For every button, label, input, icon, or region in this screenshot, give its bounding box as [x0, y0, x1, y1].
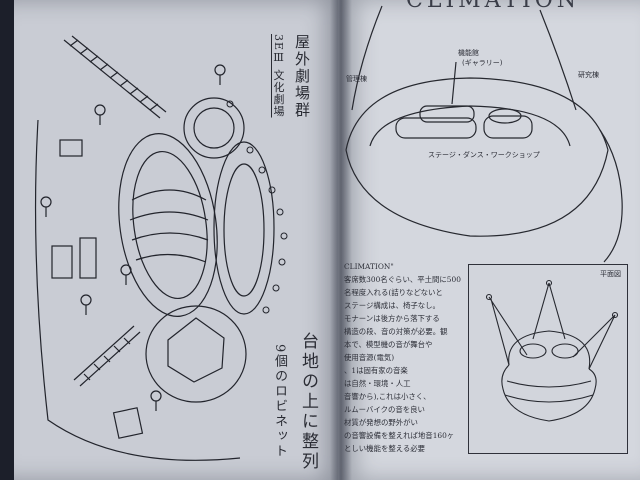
body-line: は自然・環境・人工 — [344, 379, 411, 388]
pod-center — [213, 141, 275, 315]
page-header-title: CLIMATION — [406, 0, 580, 13]
body-line: 客席数300名ぐらい、平土間に500 — [344, 275, 461, 284]
inset-label: 平面図 — [600, 270, 621, 278]
body-line: 材質が発想の野外がい — [344, 418, 418, 427]
body-line: 音響から),これは小さく、 — [344, 392, 431, 401]
pod-bottom — [145, 305, 247, 403]
sketch-title: 屋外劇場群 — [293, 34, 311, 119]
label-left-area: 管理棟 — [346, 75, 367, 83]
sketch-caption-1: 台地の上に整列 — [298, 332, 318, 472]
body-line: の音響設備を整えれば地音160ヶ — [344, 431, 455, 440]
sketch-subtitle: 3EⅢ 文化劇場 — [272, 34, 285, 118]
body-line: 本で、模型機の音が舞台や — [344, 340, 433, 349]
body-line: 名程度入れる(詰りなどないと — [344, 288, 443, 297]
body-line: CLIMATION" — [344, 262, 394, 271]
body-line: ルムーバイクの音を良い — [344, 405, 425, 414]
plan-pod-b — [551, 343, 579, 359]
label-upper: 機能館 — [458, 49, 479, 57]
label-upper-note: (ギャラリー) — [462, 59, 503, 67]
plan-inset: 平面図 — [468, 264, 628, 454]
body-line: 構造の段、音の対策が必要。観 — [344, 327, 448, 336]
pod-top — [183, 97, 245, 159]
plan-pod-a — [519, 343, 547, 359]
book-gutter — [330, 0, 352, 480]
label-stage: ステージ・ダンス・ワークショップ — [428, 151, 540, 159]
left-page — [14, 0, 344, 480]
body-line: としい機能を整える必要 — [344, 444, 426, 453]
label-right-area: 研究棟 — [578, 71, 599, 79]
body-line: 使用音源(電気) — [344, 353, 395, 362]
plan-drawing — [485, 279, 619, 422]
pod-left — [118, 133, 218, 317]
dome-outline — [345, 77, 609, 151]
article-body: CLIMATION" 客席数300名ぐらい、平土間に500 名程度入れる(詰りな… — [344, 260, 464, 455]
body-line: 、1は固有家の音楽 — [344, 366, 408, 375]
body-line: モナーンは後方から落下する — [344, 314, 440, 323]
body-line: ステージ構成は、椅子なし。 — [344, 301, 440, 310]
stage-platform-b — [483, 115, 533, 139]
stage-platform-a — [395, 117, 477, 139]
sketch-caption-2: 9個のロビネット — [272, 344, 287, 460]
